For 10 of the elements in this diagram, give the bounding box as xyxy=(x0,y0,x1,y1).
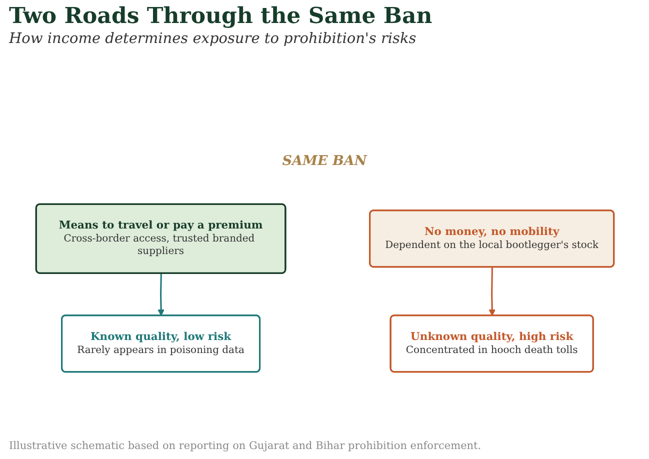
section-label: SAME BAN xyxy=(282,153,367,169)
process-box: No money, no mobility Dependent on the local bootlegger's stock xyxy=(369,210,615,268)
arrow xyxy=(158,274,164,316)
caption: Illustrative schematic based on reporting on Gujarat and Bihar prohibition enforcement. xyxy=(9,440,482,452)
process-box: Means to travel or pay a premium Cross-border access, trusted branded suppliers xyxy=(35,203,286,274)
process-box: Known quality, low risk Rarely appears in poisoning data xyxy=(61,314,261,373)
process-box: Unknown quality, high risk Concentrated in hooch death tolls xyxy=(390,314,594,373)
title: Two Roads Through the Same Ban xyxy=(9,3,432,29)
subtitle: How income determines exposure to prohibition's risks xyxy=(9,31,416,47)
arrow xyxy=(488,267,496,316)
